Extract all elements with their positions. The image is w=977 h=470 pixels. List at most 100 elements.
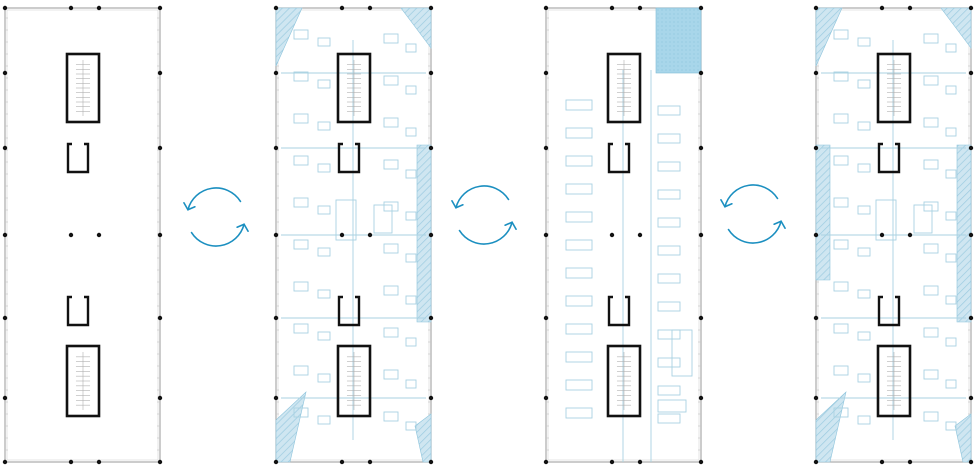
hatched-corner-nw bbox=[275, 7, 303, 67]
structural-column bbox=[273, 70, 279, 76]
plan-2-lift-north-wall bbox=[337, 142, 361, 174]
desk bbox=[857, 79, 871, 89]
furniture-group bbox=[281, 29, 426, 440]
plan-1-lift-north-wall bbox=[66, 142, 90, 174]
structural-column bbox=[367, 459, 373, 465]
plan-1-stair-north-outline bbox=[65, 52, 101, 124]
structural-column bbox=[907, 232, 913, 238]
desk bbox=[945, 169, 957, 179]
structural-column bbox=[428, 70, 434, 76]
structural-column bbox=[543, 232, 549, 238]
cycle-2-3-upper-arrowhead bbox=[451, 199, 464, 209]
structural-column bbox=[968, 459, 974, 465]
structural-column bbox=[813, 232, 819, 238]
structural-column bbox=[698, 145, 704, 151]
structural-column bbox=[543, 395, 549, 401]
structural-column bbox=[157, 315, 163, 321]
structural-column bbox=[157, 5, 163, 11]
desk bbox=[857, 331, 871, 341]
desk bbox=[671, 329, 693, 377]
hatched-side-east-mid bbox=[956, 144, 972, 323]
plan-1-stair-south-outline bbox=[65, 344, 101, 418]
desk bbox=[833, 71, 849, 82]
cycle-2-3-lower-arrowhead bbox=[504, 221, 517, 231]
desk bbox=[383, 117, 399, 128]
hatched-corner-se bbox=[414, 413, 432, 463]
desk bbox=[405, 379, 417, 389]
structural-column bbox=[157, 232, 163, 238]
desk bbox=[857, 121, 871, 131]
structural-column bbox=[96, 232, 102, 238]
hatched-corner-nw bbox=[815, 7, 843, 67]
structural-column bbox=[428, 315, 434, 321]
structural-column bbox=[2, 459, 8, 465]
structural-column bbox=[273, 315, 279, 321]
desk bbox=[857, 37, 871, 47]
desk bbox=[317, 163, 331, 173]
structural-column bbox=[907, 5, 913, 11]
hatched-corner-sw bbox=[275, 391, 307, 463]
desk bbox=[923, 285, 939, 296]
desk bbox=[405, 253, 417, 263]
desk bbox=[405, 337, 417, 347]
plan-4-stair-south bbox=[876, 344, 912, 418]
desk bbox=[317, 121, 331, 131]
structural-column bbox=[273, 145, 279, 151]
structural-column bbox=[813, 395, 819, 401]
structural-column bbox=[157, 459, 163, 465]
plan-3 bbox=[543, 5, 704, 465]
desk bbox=[293, 281, 309, 292]
plan-2 bbox=[273, 5, 434, 465]
cycle-3-4-upper-arc bbox=[724, 184, 779, 208]
desk bbox=[657, 161, 681, 172]
desk bbox=[657, 385, 681, 396]
desk bbox=[373, 204, 393, 234]
desk bbox=[405, 211, 417, 221]
desk bbox=[565, 351, 593, 363]
plan-3-stair-south-outline bbox=[606, 344, 642, 418]
desk bbox=[657, 413, 681, 424]
desk bbox=[317, 79, 331, 89]
structural-column bbox=[339, 459, 345, 465]
cycle-3-4-lower-arrowhead bbox=[773, 220, 786, 230]
desk bbox=[383, 33, 399, 44]
structural-column bbox=[698, 315, 704, 321]
desk bbox=[833, 197, 849, 208]
desk bbox=[833, 29, 849, 40]
structural-column bbox=[367, 232, 373, 238]
desk bbox=[317, 373, 331, 383]
desk bbox=[945, 337, 957, 347]
desk bbox=[383, 75, 399, 86]
plan-4-lift-north-wall bbox=[877, 142, 901, 174]
structural-column bbox=[879, 459, 885, 465]
plan-1-stair-north bbox=[65, 52, 101, 124]
structural-column bbox=[968, 315, 974, 321]
desk bbox=[945, 295, 957, 305]
hatched-corner-se bbox=[954, 413, 972, 463]
structural-column bbox=[543, 5, 549, 11]
structural-column bbox=[428, 5, 434, 11]
hatched-side-east-mid bbox=[416, 144, 432, 323]
structural-column bbox=[273, 5, 279, 11]
plan-3-outline bbox=[545, 7, 702, 463]
desk bbox=[945, 211, 957, 221]
plan-3-stair-north bbox=[606, 52, 642, 124]
desk bbox=[565, 211, 593, 223]
desk bbox=[657, 105, 681, 116]
desk bbox=[317, 415, 331, 425]
structural-column bbox=[157, 145, 163, 151]
desk bbox=[317, 289, 331, 299]
structural-column bbox=[68, 232, 74, 238]
structural-column bbox=[968, 145, 974, 151]
hatched-side-west-mid bbox=[815, 144, 831, 281]
structural-column bbox=[543, 315, 549, 321]
desk bbox=[833, 323, 849, 334]
cycle-3-4-upper-arrowhead bbox=[720, 198, 733, 208]
desk bbox=[923, 201, 939, 212]
plan-4-stair-north bbox=[876, 52, 912, 124]
desk bbox=[293, 239, 309, 250]
desk bbox=[565, 239, 593, 251]
desk bbox=[405, 43, 417, 53]
desk bbox=[565, 127, 593, 139]
desk bbox=[857, 205, 871, 215]
